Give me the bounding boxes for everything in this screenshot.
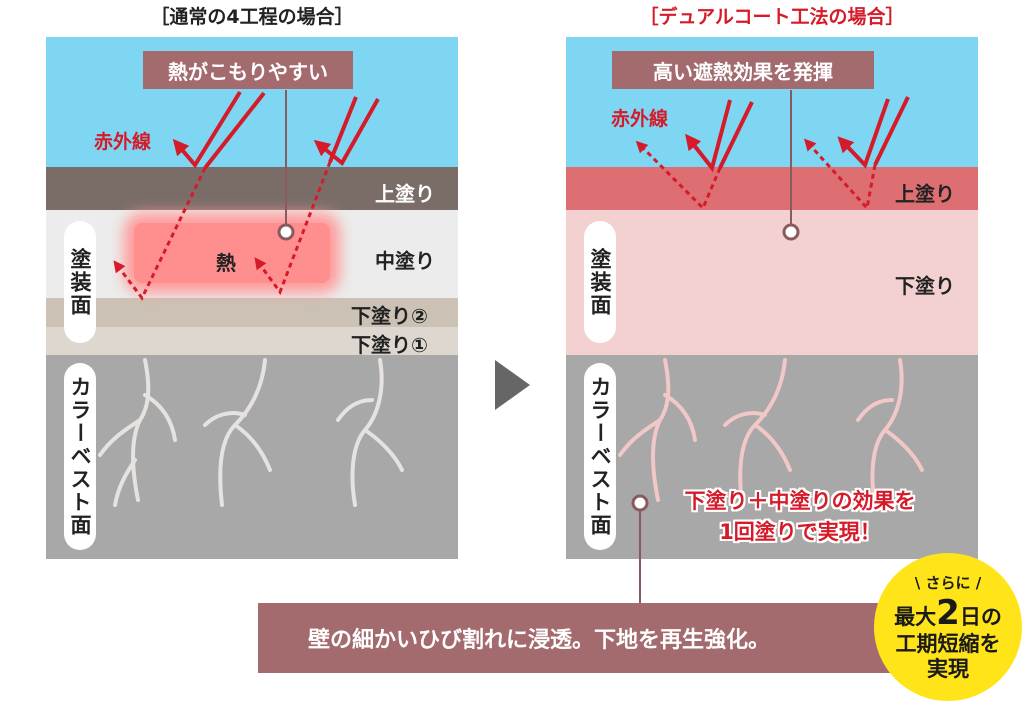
top-coat-layer xyxy=(46,167,458,210)
bottom-banner: 壁の細かいひび割れに浸透。下地を再生強化。 xyxy=(258,603,898,673)
middle-coat-label: 中塗り xyxy=(375,249,435,273)
effect-text-line1: 下塗り＋中塗りの効果を xyxy=(684,489,916,513)
left-panel-title: ［通常の4工程の場合］ xyxy=(150,6,354,28)
crack-lines xyxy=(618,358,924,507)
callout-lines xyxy=(285,90,792,603)
effect-text-line2: 1回塗りで実現！ xyxy=(719,520,881,544)
badge-line1-prefix: 最大 xyxy=(894,604,937,629)
badge-line3: 実現 xyxy=(927,657,969,682)
badge-line2: 工期短縮を xyxy=(895,632,1001,656)
coating-surface-label: 塗装面 xyxy=(64,221,96,343)
callout-dots xyxy=(277,223,800,512)
badge-line1: 最大2日の xyxy=(894,592,1002,633)
slate-surface-label: カラーベスト面 xyxy=(64,363,96,550)
bottom-banner-text: 壁の細かいひび割れに浸透。下地を再生強化。 xyxy=(308,628,771,653)
infrared-rays xyxy=(113,90,380,301)
next-arrow-icon xyxy=(495,360,530,410)
under-coat-2-layer xyxy=(46,298,458,327)
heat-shield-callout: 高い遮熱効果を発揮 xyxy=(612,51,874,89)
sun-icon xyxy=(918,19,994,95)
top-coat-layer xyxy=(566,167,978,210)
slate-layer xyxy=(566,355,978,559)
right-panel-title: ［デュアルコート工法の場合］ xyxy=(639,6,905,28)
badge-number: 2 xyxy=(936,592,960,633)
under-coat-2-label: 下塗り② xyxy=(351,304,428,328)
infrared-label: 赤外線 xyxy=(611,108,669,130)
infrared-label: 赤外線 xyxy=(94,131,152,153)
slate-surface-label: カラーベスト面 xyxy=(584,363,616,550)
under-coat-1-layer xyxy=(46,327,458,355)
under-coat-layer xyxy=(566,210,978,355)
crack-lines xyxy=(98,358,404,507)
under-coat-1-label: 下塗り① xyxy=(351,333,428,357)
construction-period-badge: \ さらに / 最大2日の 工期短縮を 実現 xyxy=(874,553,1022,701)
top-coat-label: 上塗り xyxy=(375,182,435,206)
slate-layer xyxy=(46,355,458,559)
sun-icon xyxy=(398,19,474,95)
under-coat-label: 下塗り xyxy=(895,274,955,298)
badge-top-text: \ さらに / xyxy=(914,573,982,592)
heat-trap-callout: 熱がこもりやすい xyxy=(143,51,353,89)
infrared-rays xyxy=(635,96,910,212)
heat-label: 熱 xyxy=(216,251,236,275)
top-coat-label: 上塗り xyxy=(895,182,955,206)
badge-line1-suffix: 日の xyxy=(959,604,1002,629)
heat-glow xyxy=(134,223,330,283)
coating-surface-label: 塗装面 xyxy=(584,221,616,343)
